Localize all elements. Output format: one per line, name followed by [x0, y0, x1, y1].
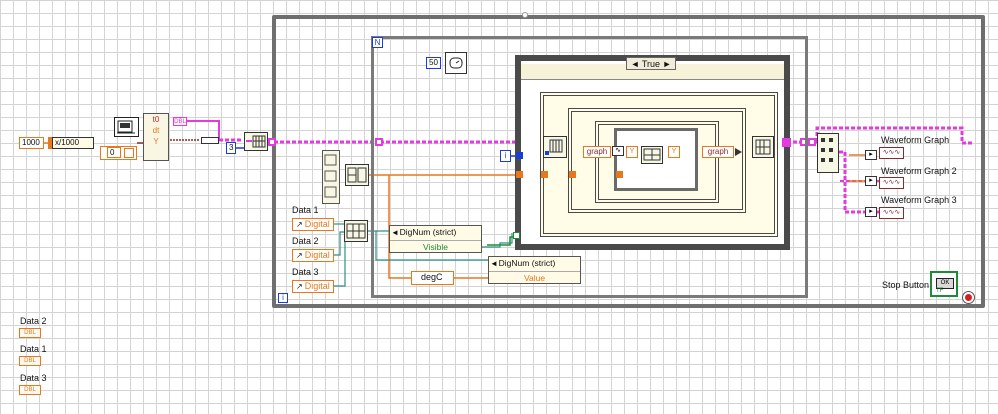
floating-dbl-data1[interactable]: DBL: [19, 356, 41, 366]
while-loop-frame[interactable]: [272, 15, 985, 308]
data3-terminal-type: Digital: [304, 281, 330, 291]
case-next-arrow[interactable]: ►: [662, 59, 672, 69]
graph-unbundle-node-2[interactable]: graph: [702, 146, 734, 158]
data3-terminal[interactable]: ↗Digital: [292, 280, 334, 293]
graph-conv-arrow-3: ▸: [865, 207, 877, 217]
timer-icon[interactable]: [445, 52, 467, 74]
floating-dbl-data3[interactable]: DBL: [19, 385, 41, 395]
data-reference-wires: [334, 223, 513, 287]
stop-tf-label: TF: [936, 288, 944, 294]
data3-label: Data 3: [292, 267, 319, 277]
case-prev-arrow[interactable]: ◄: [630, 59, 640, 69]
case-tunnel-pink-out: [782, 138, 791, 147]
floating-label-data2: Data 2: [20, 316, 47, 326]
build-array-references-icon[interactable]: [344, 220, 368, 242]
for-loop-frame[interactable]: [371, 36, 808, 298]
stop-ok-label: OK: [936, 278, 954, 289]
waveform-dbl-constant[interactable]: DBL: [173, 117, 187, 126]
dignum-value-row: Value: [523, 273, 546, 283]
waveform-conn-1: ∿: [612, 146, 624, 156]
unbundle-waveforms-icon[interactable]: [817, 133, 839, 173]
dignum-value-property-node[interactable]: ◂ DigNum (strict) Value: [488, 256, 581, 284]
while-loop-stop-terminal: [963, 292, 974, 303]
case-tunnel-blue: [516, 152, 523, 159]
constant-50[interactable]: 50: [426, 57, 441, 69]
case-selector-bar: [521, 64, 784, 80]
case-tunnel-green: [513, 232, 520, 239]
case-tunnel-orange-4: [616, 171, 623, 178]
dignum-visible-title: DigNum (strict): [399, 227, 457, 237]
waveform-graph-label-2: Waveform Graph 2: [881, 166, 957, 176]
while-loop-top-handle: [522, 12, 528, 18]
stop-button-label: Stop Button: [882, 280, 930, 290]
case-value: True: [641, 59, 660, 69]
waveform-build-icon[interactable]: t0 dt Y: [143, 113, 169, 161]
expression-left-terminal: [48, 137, 52, 149]
data1-terminal[interactable]: ↗Digital: [292, 218, 334, 231]
while-loop-tunnel-left: [268, 138, 276, 146]
build-array-icon[interactable]: [244, 132, 268, 151]
data2-terminal[interactable]: ↗Digital: [292, 249, 334, 262]
graph-unbundle-node-1[interactable]: graph: [583, 146, 611, 158]
data2-terminal-type: Digital: [304, 250, 330, 260]
y-node-1: Y: [626, 146, 638, 158]
case-selector[interactable]: ◄ True ►: [626, 57, 676, 70]
waveform-graph-label-3: Waveform Graph 3: [881, 195, 957, 205]
dignum-value-header: ◂ DigNum (strict): [489, 257, 580, 272]
data1-label: Data 1: [292, 205, 319, 215]
case-tunnel-orange-2: [541, 171, 548, 178]
dignum-visible-header: ◂ DigNum (strict): [390, 226, 481, 241]
constant-zero[interactable]: 0: [107, 147, 121, 158]
divide-expression-node[interactable]: x/1000: [52, 137, 94, 149]
degc-constant[interactable]: degC: [421, 272, 443, 282]
floating-label-data1: Data 1: [20, 344, 47, 354]
constant-3[interactable]: 3: [226, 142, 236, 154]
floating-dbl-data2[interactable]: DBL: [19, 328, 41, 338]
while-loop-iteration-terminal: i: [278, 293, 288, 303]
index-array-icon[interactable]: [543, 136, 567, 158]
dignum-visible-row: Visible: [423, 242, 448, 252]
stop-icon[interactable]: OK TF: [930, 271, 958, 297]
case-tunnel-orange-1: [516, 171, 523, 178]
floating-label-data3: Data 3: [20, 373, 47, 383]
constant-1000[interactable]: 1000: [19, 137, 44, 149]
cluster-constant-icon[interactable]: [322, 150, 340, 204]
data2-label: Data 2: [292, 236, 319, 246]
waveform-to-dynamic-node[interactable]: [201, 137, 219, 144]
dignum-visible-property-node[interactable]: ◂ DigNum (strict) Visible: [389, 225, 482, 253]
waveform-graph-terminal-2[interactable]: ∿∿∿: [879, 177, 904, 189]
graph-output-arrow: [735, 148, 742, 156]
waveform-graph-label-1: Waveform Graph: [881, 135, 950, 145]
waveform-graph-terminal-1[interactable]: ∿∿∿: [879, 147, 904, 159]
degc-ring-frame: [411, 271, 454, 285]
for-loop-count-terminal: N: [372, 37, 383, 48]
waveform-graph-terminal-3[interactable]: ∿∿∿: [879, 207, 904, 219]
waveform-build-wires: [137, 139, 200, 144]
dignum-value-title: DigNum (strict): [498, 258, 556, 268]
case-tunnel-orange-3: [569, 171, 576, 178]
build-array-out-icon[interactable]: [752, 136, 774, 158]
bundle-icon[interactable]: [345, 164, 369, 186]
zero-constant-cap: [124, 148, 134, 158]
unbundle-icon[interactable]: [641, 146, 663, 164]
graph-conv-arrow-1: ▸: [865, 150, 877, 160]
y-node-2: Y: [668, 146, 680, 158]
for-loop-tunnel-left: [375, 138, 383, 146]
data1-terminal-type: Digital: [304, 219, 330, 229]
timer-icon[interactable]: [114, 117, 139, 137]
inner-iteration-terminal: i: [500, 150, 511, 162]
outer-tunnel-right: [808, 138, 816, 146]
graph-conv-arrow-2: ▸: [865, 176, 877, 186]
waveform-wire-main: [185, 120, 972, 214]
